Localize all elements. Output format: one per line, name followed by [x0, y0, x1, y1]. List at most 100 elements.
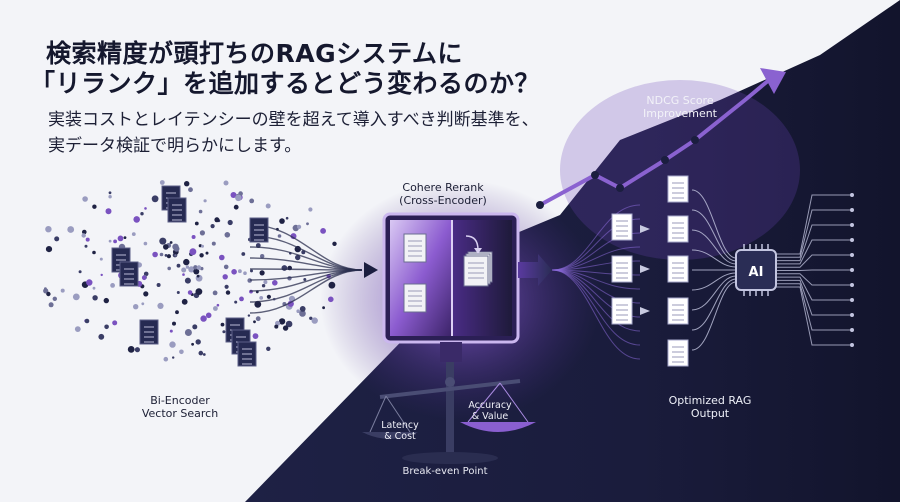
vector-dot	[322, 306, 325, 310]
vector-dot	[234, 300, 238, 304]
vector-dot	[159, 180, 165, 185]
vector-dot	[255, 316, 261, 322]
circuit-node	[850, 313, 854, 317]
document-icon	[463, 251, 493, 287]
vector-dot	[193, 268, 200, 275]
vector-dot	[199, 230, 205, 236]
vector-dot	[48, 302, 54, 308]
vector-dot	[224, 232, 231, 238]
vector-dot	[238, 269, 242, 274]
vector-dot	[279, 218, 285, 224]
vector-dot	[184, 181, 190, 187]
circuit-line	[776, 254, 850, 268]
document-icon	[667, 215, 689, 243]
trend-arrow-icon	[760, 68, 786, 94]
vector-dot	[152, 251, 158, 258]
vector-dot	[259, 270, 265, 276]
vector-dot	[266, 294, 271, 299]
circuit-line	[691, 229, 737, 265]
document-icon	[139, 319, 159, 345]
vector-dot	[144, 207, 147, 210]
latency-label: Latency & Cost	[370, 420, 430, 442]
vector-dot	[176, 291, 180, 294]
vector-dot	[297, 224, 302, 229]
circuit-line	[691, 189, 737, 259]
vector-dot	[191, 235, 196, 239]
latency-label-line-2: & Cost	[384, 431, 416, 442]
vector-dot	[194, 221, 199, 226]
flow-line	[249, 269, 363, 314]
vector-dot	[131, 232, 136, 237]
vector-dot	[183, 258, 190, 266]
vector-dot	[235, 194, 242, 202]
circuit-line	[776, 276, 850, 301]
vector-dot	[212, 290, 218, 296]
bi-encoder-label-line-2: Vector Search	[141, 407, 219, 420]
vector-dot	[223, 264, 229, 270]
vector-dot	[169, 241, 173, 244]
vector-dot	[164, 254, 168, 257]
vector-dot	[198, 350, 204, 356]
vector-dot	[260, 254, 265, 259]
vector-dot	[98, 333, 105, 340]
vector-dot	[123, 236, 127, 240]
document-icon	[667, 297, 689, 325]
vector-dot	[112, 320, 118, 326]
vector-dot	[191, 342, 195, 346]
document-icon	[167, 197, 187, 223]
vector-dot	[195, 288, 203, 295]
document-icon	[611, 213, 633, 241]
flow-line	[551, 204, 641, 271]
circuit-node	[850, 298, 854, 302]
balance-scale-icon	[362, 362, 536, 464]
subtitle-line-2: 実データ検証で明らかにします。	[48, 136, 302, 156]
vector-dot	[143, 291, 149, 297]
vector-dot	[309, 316, 313, 320]
vector-dot	[195, 339, 201, 345]
flow-line	[551, 269, 641, 360]
circuit-line	[776, 269, 850, 271]
vector-dot	[303, 278, 307, 281]
vector-dot	[127, 346, 135, 353]
circuit-node	[850, 223, 854, 227]
left-documents	[111, 185, 269, 367]
circuit-node	[850, 268, 854, 272]
vector-dot	[105, 208, 112, 215]
vector-dot	[169, 341, 176, 348]
rerank-box	[382, 212, 520, 344]
circuit-line	[776, 283, 850, 331]
vector-dot	[176, 263, 181, 268]
vector-dot	[108, 195, 112, 199]
vector-dot	[295, 254, 301, 261]
vector-dot	[72, 293, 80, 301]
document-icon	[403, 283, 427, 313]
vector-dot	[141, 275, 147, 281]
optimized-label-line-1: Optimized RAG	[668, 394, 752, 407]
vector-dot	[225, 290, 231, 295]
vector-dot	[159, 237, 167, 245]
vector-dot	[274, 324, 279, 329]
vector-dot	[222, 274, 228, 280]
arrow-icon	[640, 265, 650, 273]
vector-dot	[213, 306, 218, 311]
document-icon	[611, 255, 633, 283]
document-icon	[119, 261, 139, 287]
vector-dot	[179, 349, 184, 355]
vector-dot	[281, 265, 288, 271]
cohere-label-line-1: Cohere Rerank	[402, 181, 484, 194]
vector-dot	[85, 237, 90, 242]
vector-dot	[272, 280, 278, 286]
vector-dot	[92, 250, 96, 255]
document-icon	[403, 233, 427, 263]
vector-dot	[211, 241, 216, 246]
arrow-icon	[640, 225, 650, 233]
vector-dot	[188, 187, 193, 193]
vector-dot	[205, 251, 209, 255]
vector-dot	[103, 297, 110, 304]
vector-dot	[223, 180, 229, 186]
vector-dot	[45, 226, 52, 233]
optimized-label-line-2: Output	[690, 407, 730, 420]
vector-dot	[189, 248, 197, 256]
vector-dot	[187, 290, 193, 295]
circuit-node	[850, 283, 854, 287]
